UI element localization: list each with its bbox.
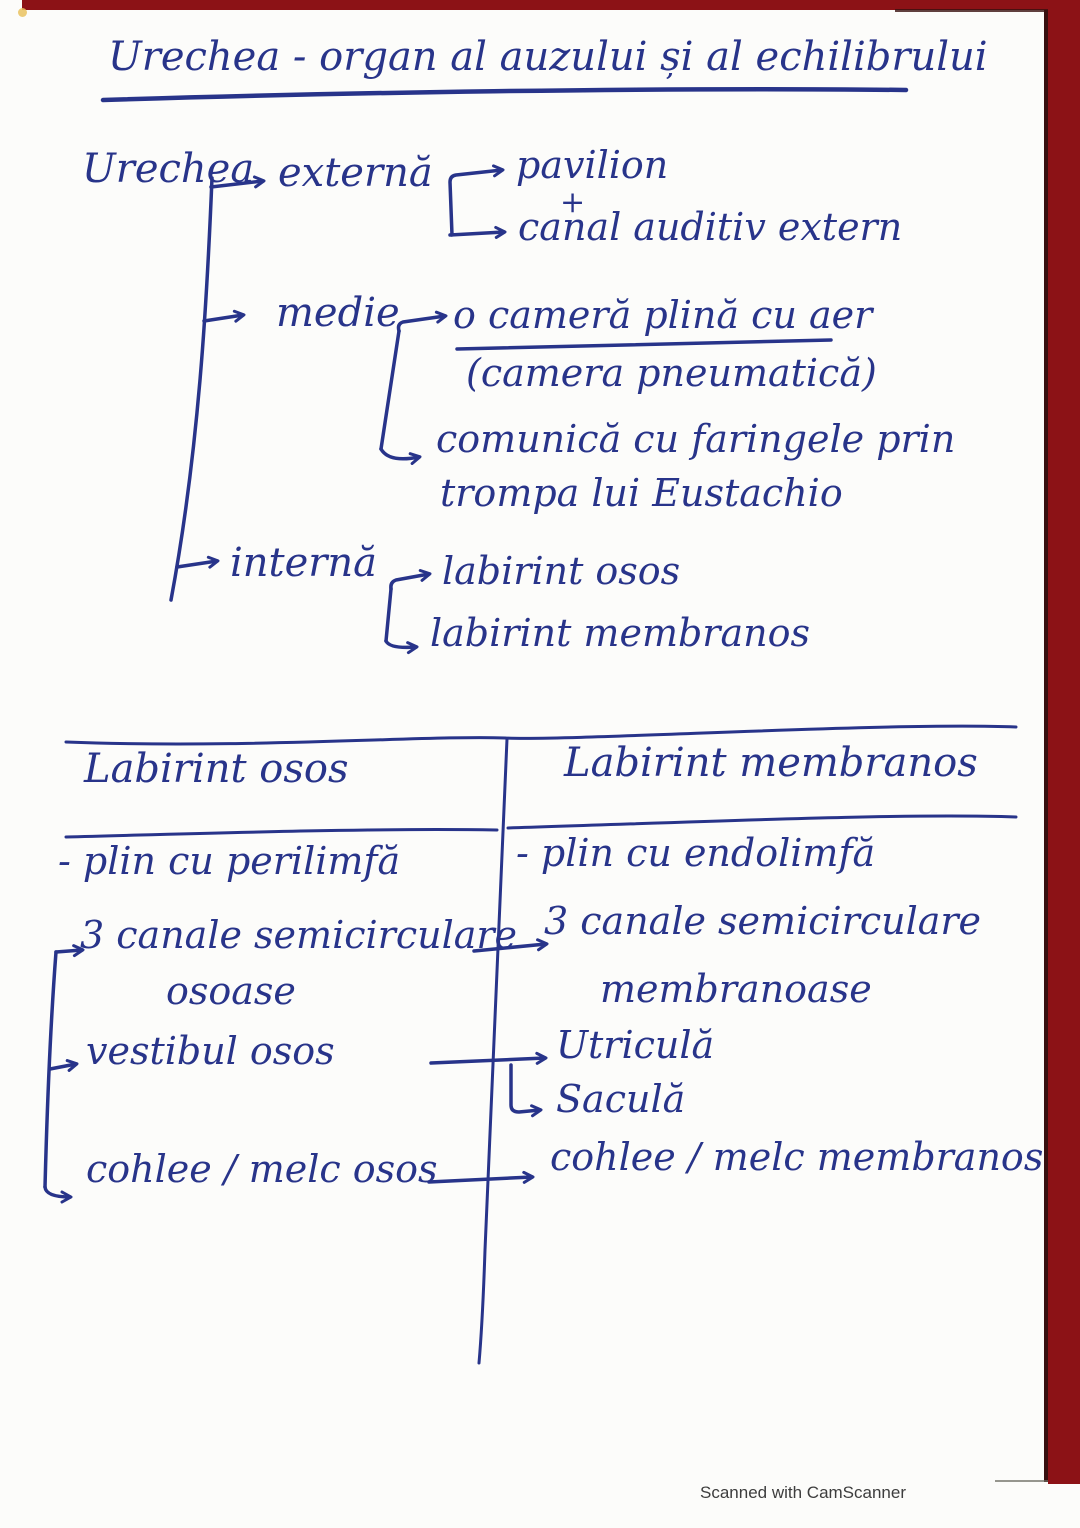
paper-edge-bottom [995,1480,1048,1482]
camera-aer-underline [455,338,833,351]
leaf-labirint-osos: labirint osos [442,549,681,593]
page-title: Urechea - organ al auzului și al echilib… [108,34,988,80]
bracket-arrow-cohlee [43,1185,73,1204]
branch-externa-label: externă [278,150,433,196]
red-border-right [1048,8,1080,1484]
medie-note-comunica: comunică cu faringele prin [436,417,956,461]
medie-bracket-line [379,329,401,451]
branch-medie-label: medie [276,290,400,336]
table-header-rule-right [506,814,1018,830]
interna-bracket-line [384,587,393,643]
externa-bracket-bottom-arrow [448,225,507,239]
tree-root-label: Urechea [82,146,255,192]
externa-bracket-top-arrow [448,164,505,237]
bracket-arrow-sacula [509,1063,543,1118]
medie-note-trompa: trompa lui Eustachio [440,471,843,515]
leaf-canal-auditiv-extern: canal auditiv extern [518,205,903,249]
table-top-rule [64,724,1018,746]
cross-arrow-canale [472,938,549,953]
cell-endolimfa: - plin cu endolimfă [516,831,876,875]
cell-utricula: Utriculă [556,1023,715,1067]
medie-note-camera-aer: o cameră plină cu aer [453,293,873,337]
camscanner-watermark: Scanned with CamScanner [700,1483,907,1502]
arrow-to-interna [175,555,220,569]
table-header-labirint-membranos: Labirint membranos [564,740,978,786]
cell-canale-membranoase-line1: 3 canale semicirculare [544,899,982,943]
cell-cohlee-osos: cohlee / melc osos [86,1147,438,1191]
leaf-pavilion: pavilion [516,143,669,187]
cell-perilimfa: - plin cu perilimfă [58,839,401,883]
bracket-arrow-canale [54,944,85,958]
table-divider-line [477,737,509,1365]
scan-speck [18,8,27,17]
tree-trunk-line [169,176,214,602]
interna-bracket-top-arrow [389,569,432,591]
medie-bracket-bottom-arrow [379,447,422,465]
arrow-to-cohlee-membranos [427,1170,535,1184]
cell-canale-osoase-line1: 3 canale semicirculare [80,913,518,957]
bracket-arrow-vestibul [48,1059,79,1072]
leaf-labirint-membranos: labirint membranos [430,611,810,655]
interna-bracket-bottom-arrow [384,639,419,655]
arrow-to-medie [202,309,246,323]
cell-canale-membranoase-line2: membranoase [600,967,872,1011]
table-header-labirint-osos: Labirint osos [84,746,349,792]
cell-canale-osoase-line2: osoase [166,969,296,1013]
medie-bracket-top-arrow [396,310,448,333]
cell-cohlee-membranos: cohlee / melc membranos [550,1135,1044,1179]
medie-note-camera-pneumatica: (camera pneumatică) [466,351,877,395]
cell-sacula: Saculă [556,1077,686,1121]
title-underline [100,86,909,103]
arrow-to-utricula [429,1051,548,1065]
table-header-rule-left [64,828,499,839]
paper-edge-top [895,9,1048,12]
red-border-top [22,0,1080,10]
arrow-to-externa [209,175,266,189]
branch-interna-label: internă [230,540,378,586]
paper-edge-right [1044,10,1048,1482]
plus-sign: + [560,185,586,220]
cell-vestibul-osos: vestibul osos [86,1029,335,1073]
